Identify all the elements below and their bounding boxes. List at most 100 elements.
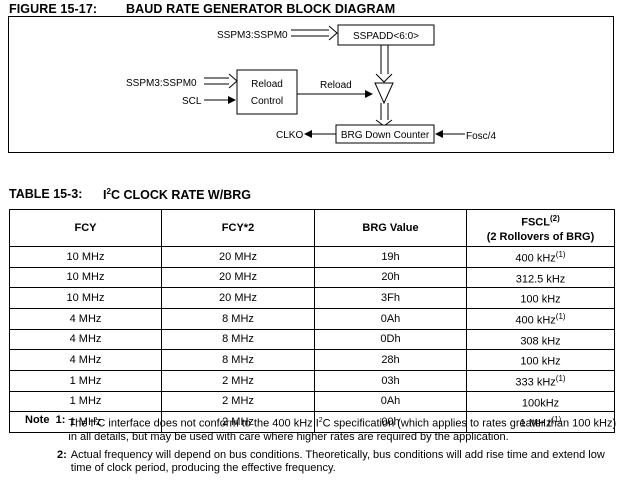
cell-brg-value: 0Dh	[380, 333, 401, 346]
notes: Note 1: The I2C interface does not confo…	[25, 414, 617, 476]
note-1-text: The I2C interface does not conform to th…	[68, 414, 617, 445]
reload-control-line1: Reload	[251, 79, 283, 90]
header-brg-label: BRG Value	[362, 222, 419, 234]
cell-fscl-value: 100 kHz	[520, 293, 561, 306]
note-word: Note	[25, 414, 50, 426]
header-fscl-sub: (2 Rollovers of BRG)	[486, 230, 595, 243]
cell-fcy2-value: 20 MHz	[219, 250, 257, 263]
cell-brg: 0Dh	[314, 328, 467, 351]
cell-fcy2-value: 2 MHz	[222, 416, 254, 429]
cell-fcy-value: 10 MHz	[66, 271, 105, 284]
cell-fscl: 1 MHz(1)	[466, 411, 615, 433]
reload-signal-label: Reload	[320, 80, 352, 91]
cell-fcy2: 2 MHz	[161, 369, 315, 392]
reload-control-box	[236, 69, 298, 115]
table-caption-post: C CLOCK RATE W/BRG	[110, 188, 251, 203]
cell-fcy2-value: 20 MHz	[219, 271, 257, 284]
cell-brg: 0Ah	[314, 390, 467, 413]
header-fcy-label: FCY	[74, 222, 97, 234]
cell-fcy-value: 10 MHz	[66, 250, 105, 263]
scl-label: SCL	[182, 96, 202, 107]
figure-title: FIGURE 15-17: BAUD RATE GENERATOR BLOCK …	[9, 2, 395, 16]
buffer-triangle	[374, 82, 394, 105]
block-diagram: SSPM3:SSPM0 SSPADD<6:0> SSPM3:SSPM0 SCL …	[126, 24, 496, 144]
cell-fcy2-value: 8 MHz	[222, 333, 254, 346]
table-caption: I2C CLOCK RATE W/BRG	[103, 187, 251, 202]
note-2: 2: Actual frequency will depend on bus c…	[25, 449, 617, 476]
figure-number: FIGURE 15-17:	[9, 2, 98, 16]
cell-brg-value: 0Ah	[380, 395, 401, 408]
cell-fscl: 100kHz	[466, 390, 615, 413]
cell-fcy: 1 MHz	[9, 411, 162, 433]
header-fcy2: FCY*2	[161, 209, 315, 247]
cell-fcy2: 8 MHz	[161, 307, 315, 330]
cell-fcy: 4 MHz	[9, 349, 162, 371]
note-1: Note 1: The I2C interface does not confo…	[25, 414, 617, 445]
table-row: 10 MHz 20 MHz 3Fh 100 kHz	[9, 287, 615, 309]
cell-fcy2: 8 MHz	[161, 349, 315, 371]
cell-brg: 00h	[314, 411, 467, 433]
cell-fcy2: 20 MHz	[161, 246, 315, 268]
cell-brg: 28h	[314, 349, 467, 371]
cell-fscl: 312.5 kHz	[466, 266, 615, 289]
note-1-pre: The I	[68, 417, 94, 430]
cell-fcy: 1 MHz	[9, 390, 162, 413]
cell-fscl: 100 kHz	[466, 349, 615, 371]
cell-brg: 19h	[314, 246, 467, 268]
cell-fcy: 1 MHz	[9, 369, 162, 392]
table-header-row: FCY FCY*2 BRG Value FSCL(2) (2 Rollovers…	[9, 209, 615, 247]
cell-brg: 03h	[314, 369, 467, 392]
table-caption-pre: I	[103, 188, 107, 203]
cell-brg-value: 20h	[381, 271, 400, 284]
table-row: 4 MHz 8 MHz 28h 100 kHz	[9, 349, 615, 371]
cell-brg: 0Ah	[314, 307, 467, 330]
cell-fcy2-value: 8 MHz	[222, 354, 254, 367]
cell-brg: 3Fh	[314, 287, 467, 309]
note-1-sup-b: 2	[318, 417, 323, 424]
table-row: 1 MHz 2 MHz 00h 1 MHz(1)	[9, 411, 615, 433]
cell-fcy2: 20 MHz	[161, 266, 315, 289]
sspadd-register	[337, 24, 435, 46]
cell-fcy: 10 MHz	[9, 287, 162, 309]
cell-fscl-note-ref: (1)	[555, 250, 566, 259]
cell-fcy-value: 4 MHz	[69, 312, 102, 325]
cell-fcy-value: 1 MHz	[69, 395, 102, 408]
sspm-left-label: SSPM3:SSPM0	[126, 78, 197, 89]
fosc-label: Fosc/4	[466, 131, 496, 142]
cell-fcy-value: 10 MHz	[66, 292, 105, 305]
sspm-top-bus-head	[328, 25, 338, 41]
header-fscl: FSCL(2) (2 Rollovers of BRG)	[466, 209, 615, 247]
table-row: 1 MHz 2 MHz 0Ah 100kHz	[9, 390, 615, 413]
cell-fscl: 400 kHz(1)	[466, 246, 615, 268]
note-1-sup-a: 2	[93, 417, 98, 424]
note-2-number: 2:	[57, 448, 67, 461]
cell-brg-value: 03h	[381, 374, 400, 387]
cell-fcy2: 20 MHz	[161, 287, 315, 309]
cell-fcy2: 8 MHz	[161, 328, 315, 351]
sspadd-bus-head	[375, 73, 393, 83]
cell-fscl-value: 308 kHz	[520, 335, 561, 348]
table-row: 10 MHz 20 MHz 20h 312.5 kHz	[9, 266, 615, 289]
header-fcy: FCY	[9, 209, 162, 247]
cell-fscl-value: 400 kHz	[515, 252, 556, 265]
note-1-number: 1:	[55, 414, 66, 426]
cell-fscl-value: 333 kHz	[515, 376, 556, 389]
cell-fscl: 308 kHz	[466, 328, 615, 351]
cell-fscl-value: 312.5 kHz	[515, 273, 566, 286]
cell-fscl-value: 400 kHz	[515, 314, 556, 327]
sspadd-label: SSPADD<6:0>	[353, 31, 419, 42]
cell-fcy2: 2 MHz	[161, 390, 315, 413]
cell-fcy-value: 4 MHz	[69, 354, 102, 367]
clock-rate-table: FCY FCY*2 BRG Value FSCL(2) (2 Rollovers…	[9, 209, 615, 433]
cell-brg-value: 00h	[381, 416, 400, 429]
cell-fscl-note-ref: (1)	[555, 373, 566, 383]
note-label: Note 1:	[25, 414, 68, 445]
note-2-text: Actual frequency will depend on bus cond…	[70, 448, 605, 475]
cell-fcy2-value: 2 MHz	[222, 374, 254, 387]
cell-fcy-value: 1 MHz	[69, 374, 102, 387]
cell-brg-value: 28h	[381, 354, 400, 367]
cell-brg-value: 3Fh	[381, 292, 400, 305]
